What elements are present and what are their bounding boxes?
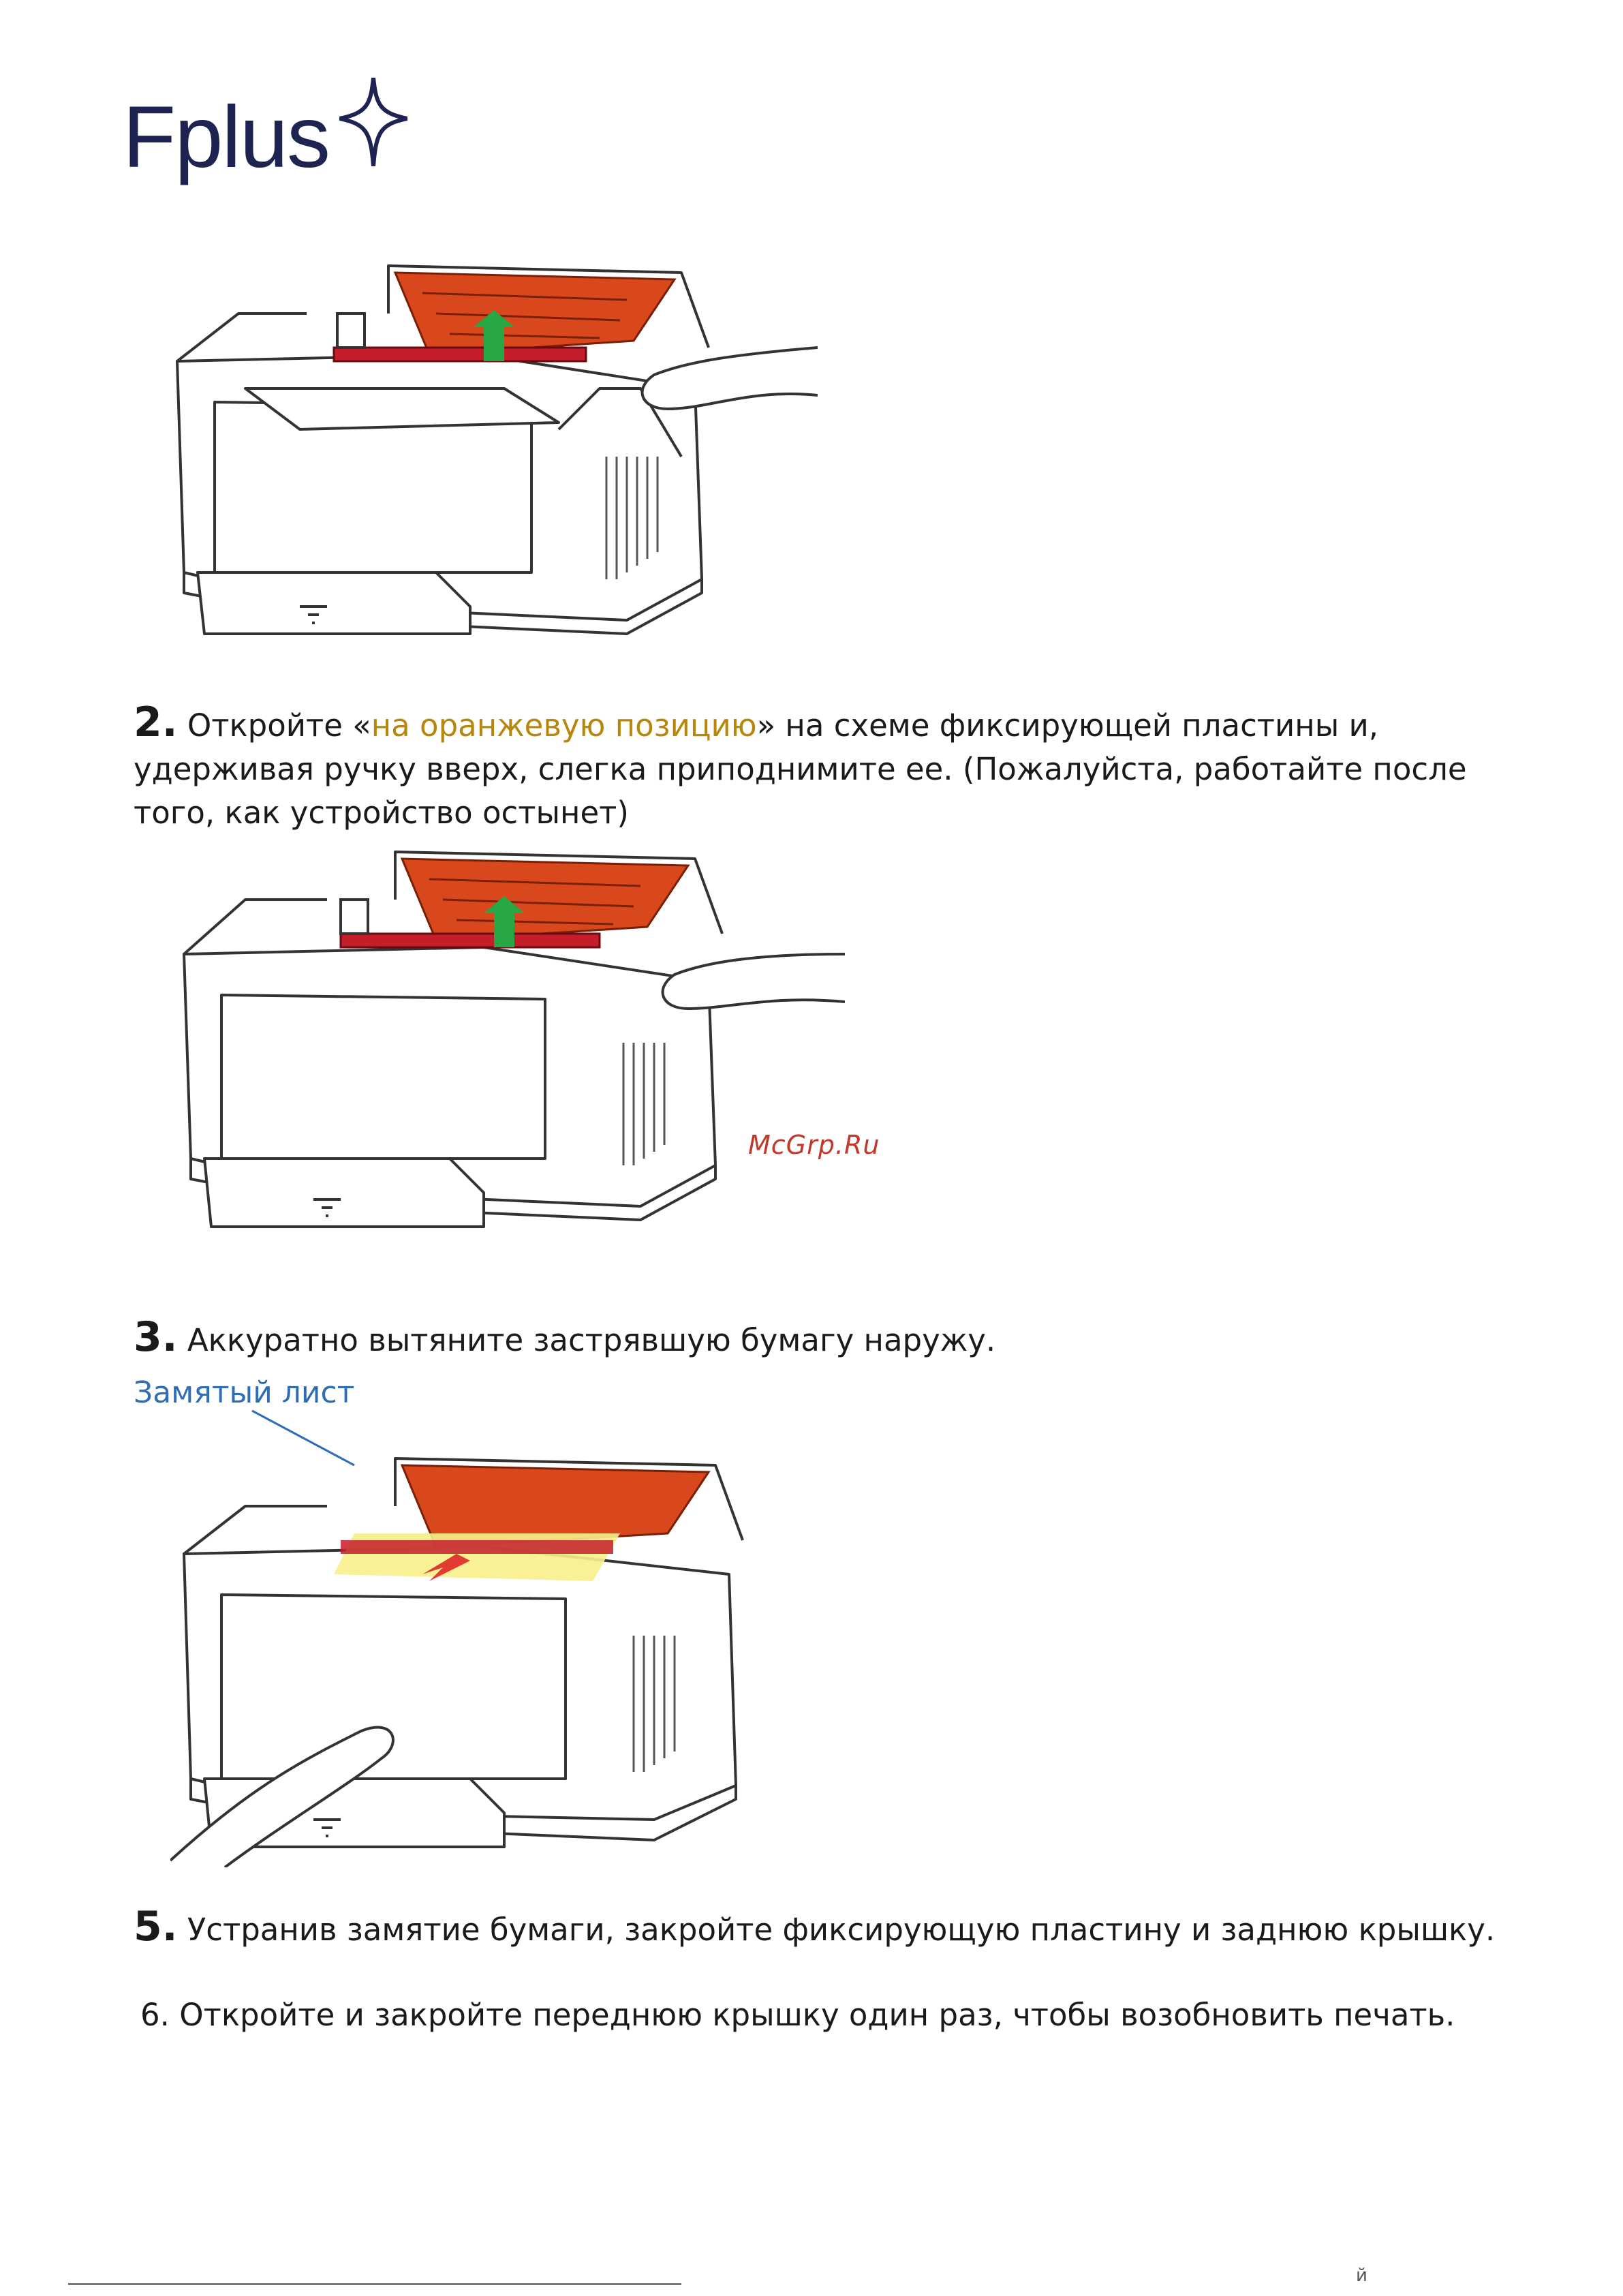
footer-mark: й [1356, 2265, 1367, 2286]
highlighted-phrase: на оранжевую позицию [371, 707, 757, 744]
printer-illustration-2 [170, 845, 845, 1254]
watermark: McGrp.Ru [748, 1130, 880, 1160]
step-5-instruction: 5. Устранив замятие бумаги, закройте фик… [134, 1905, 1496, 1952]
step-text-before: Откройте « [177, 707, 371, 744]
logo-text: Fplus [123, 89, 330, 186]
footer-divider [68, 2283, 681, 2285]
step-text-after: » на схеме фиксирующей пластины и, удерж… [134, 707, 1467, 831]
step-6-instruction: 6. Откройте и закройте переднюю крышку о… [140, 1993, 1503, 2037]
step-text: Устранив замятие бумаги, закройте фиксир… [177, 1912, 1496, 1948]
step-number: 2. [134, 699, 178, 746]
step-number: 3. [134, 1313, 178, 1361]
brand-logo: Fplus [123, 74, 409, 196]
jam-sheet-callout: Замятый лист [134, 1375, 355, 1410]
step-text: 6. Откройте и закройте переднюю крышку о… [140, 1997, 1455, 2033]
printer-illustration-3 [170, 1404, 756, 1867]
step-number: 5. [134, 1903, 178, 1950]
step-2-instruction: 2. Откройте «на оранжевую позицию» на сх… [134, 701, 1483, 835]
four-point-star-icon [339, 78, 407, 166]
printer-illustration-1 [164, 252, 818, 675]
step-3-instruction: 3. Аккуратно вытяните застрявшую бумагу … [134, 1315, 1496, 1362]
step-text: Аккуратно вытяните застрявшую бумагу нар… [177, 1322, 996, 1358]
